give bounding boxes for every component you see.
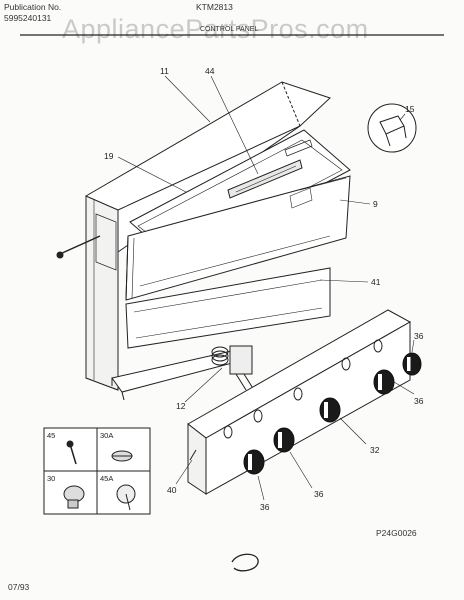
- callout-44: 44: [205, 66, 215, 76]
- inset-label-45: 45: [47, 431, 56, 440]
- knob-5: [402, 352, 422, 376]
- detail-circle-15: [367, 103, 417, 153]
- callout-41: 41: [371, 277, 381, 287]
- handwritten-mark: [231, 553, 259, 572]
- knob-2: [273, 427, 295, 453]
- screw: [56, 235, 101, 259]
- callout-15: 15: [405, 104, 415, 114]
- callout-19: 19: [104, 151, 114, 161]
- callout-40: 40: [167, 485, 177, 495]
- diagram-code: P24G0026: [376, 528, 417, 538]
- callout-32: 32: [370, 445, 380, 455]
- callout-9: 9: [373, 199, 378, 209]
- callout-11: 11: [160, 66, 169, 76]
- callout-36-d: 36: [260, 502, 270, 512]
- callout-36-b: 36: [414, 396, 424, 406]
- inset-label-45a: 45A: [100, 474, 114, 483]
- switch-component: [211, 345, 255, 391]
- section-title: CONTROL PANEL: [200, 26, 259, 33]
- control-knobs: [243, 352, 422, 475]
- nameplate-strip: [227, 159, 303, 199]
- lower-trim-panel: [125, 267, 331, 349]
- mounting-bracket: [111, 349, 237, 401]
- knob-4: [373, 369, 395, 395]
- model-number: KTM2813: [196, 2, 233, 12]
- hardware-inset-grid: [43, 427, 151, 515]
- leader-lines: [117, 75, 415, 501]
- callout-36-a: 36: [414, 331, 424, 341]
- callout-12: 12: [176, 401, 186, 411]
- revision-date: 07/93: [8, 582, 30, 592]
- callout-36-c: 36: [314, 489, 324, 499]
- watermark: AppliancePartsPros.com: [62, 14, 369, 44]
- control-panel-face: [125, 175, 351, 301]
- inset-label-30: 30: [47, 474, 56, 483]
- inset-label-30a: 30A: [100, 431, 114, 440]
- publication-number: 5995240131: [4, 13, 52, 23]
- knob-3: [319, 397, 341, 423]
- publication-label: Publication No.: [4, 2, 62, 12]
- knob-1: [243, 449, 265, 475]
